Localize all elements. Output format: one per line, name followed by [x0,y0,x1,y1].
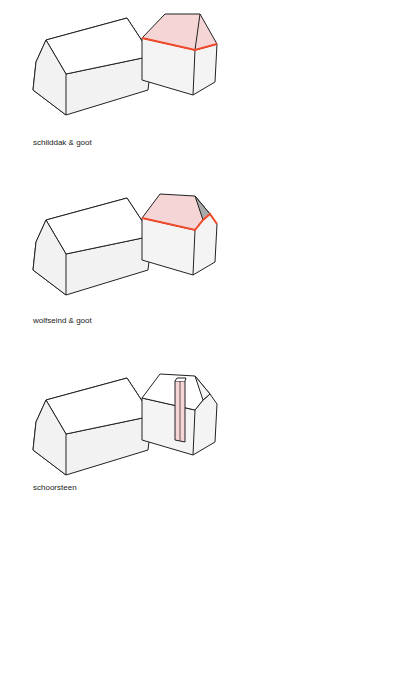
house-chimney [33,374,217,475]
caption: wolfseind & goot [33,316,92,325]
house-hip-roof [33,14,217,115]
house-half-hip-roof [33,194,217,295]
caption: schilddak & goot [33,138,92,147]
caption: schoorsteen [33,483,77,492]
